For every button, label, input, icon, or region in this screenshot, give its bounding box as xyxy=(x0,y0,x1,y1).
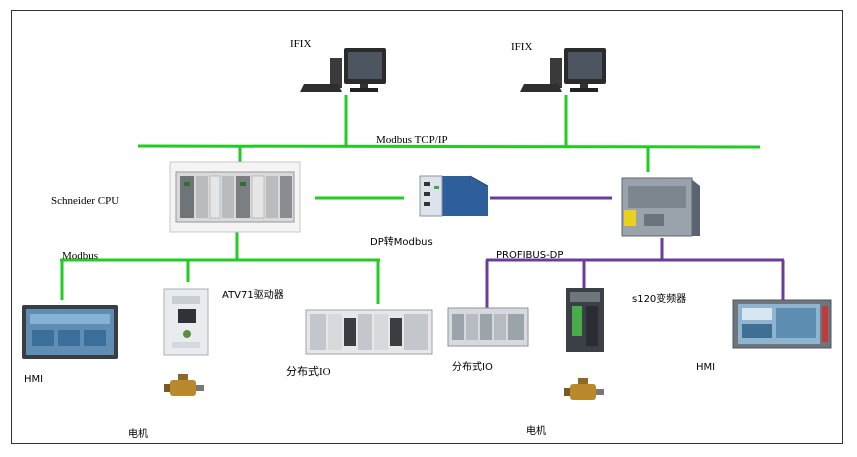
dist-io-right-label: 分布式IO xyxy=(452,362,493,373)
pc-left-icon xyxy=(300,48,386,92)
distributed-io-left xyxy=(305,309,433,355)
profibus-dp-bus xyxy=(485,196,785,308)
ethernet-label: Modbus TCP/IP xyxy=(376,134,448,146)
modbus-field-bus xyxy=(60,232,380,304)
motor-left-icon xyxy=(164,374,204,396)
pc-left-label: IFIX xyxy=(290,38,312,50)
distributed-io-right xyxy=(447,307,529,347)
schneider-cpu-rack xyxy=(169,161,301,233)
motor-right-label: 电机 xyxy=(526,426,546,437)
hmi-left-label: HMI xyxy=(24,374,44,385)
profibus-label: PROFIBUS-DP xyxy=(496,250,564,261)
atv71-drive xyxy=(163,288,209,356)
hmi-left-panel xyxy=(22,305,118,359)
schneider-cpu-label: Schneider CPU xyxy=(51,195,120,207)
hmi-right-panel xyxy=(732,299,832,349)
motor-left-label: 电机 xyxy=(128,429,148,440)
dp-modbus-gateway xyxy=(419,175,489,217)
motor-right-icon xyxy=(564,378,604,400)
diagram-frame xyxy=(11,10,843,444)
pc-right-label: IFIX xyxy=(511,41,533,53)
atv71-label: ATV71驱动器 xyxy=(222,290,284,301)
modbus-label: Modbus xyxy=(62,250,99,262)
modbus-tcp-ip-bus xyxy=(137,95,761,200)
s120-inverter xyxy=(566,288,604,352)
siemens-cpu xyxy=(621,177,700,237)
dist-io-left-label: 分布式IO xyxy=(286,366,331,378)
hmi-right-label: HMI xyxy=(696,362,716,373)
s120-label: s120变频器 xyxy=(632,294,687,305)
pc-right-icon xyxy=(520,48,606,92)
gateway-label: DP转Modbus xyxy=(370,237,433,248)
